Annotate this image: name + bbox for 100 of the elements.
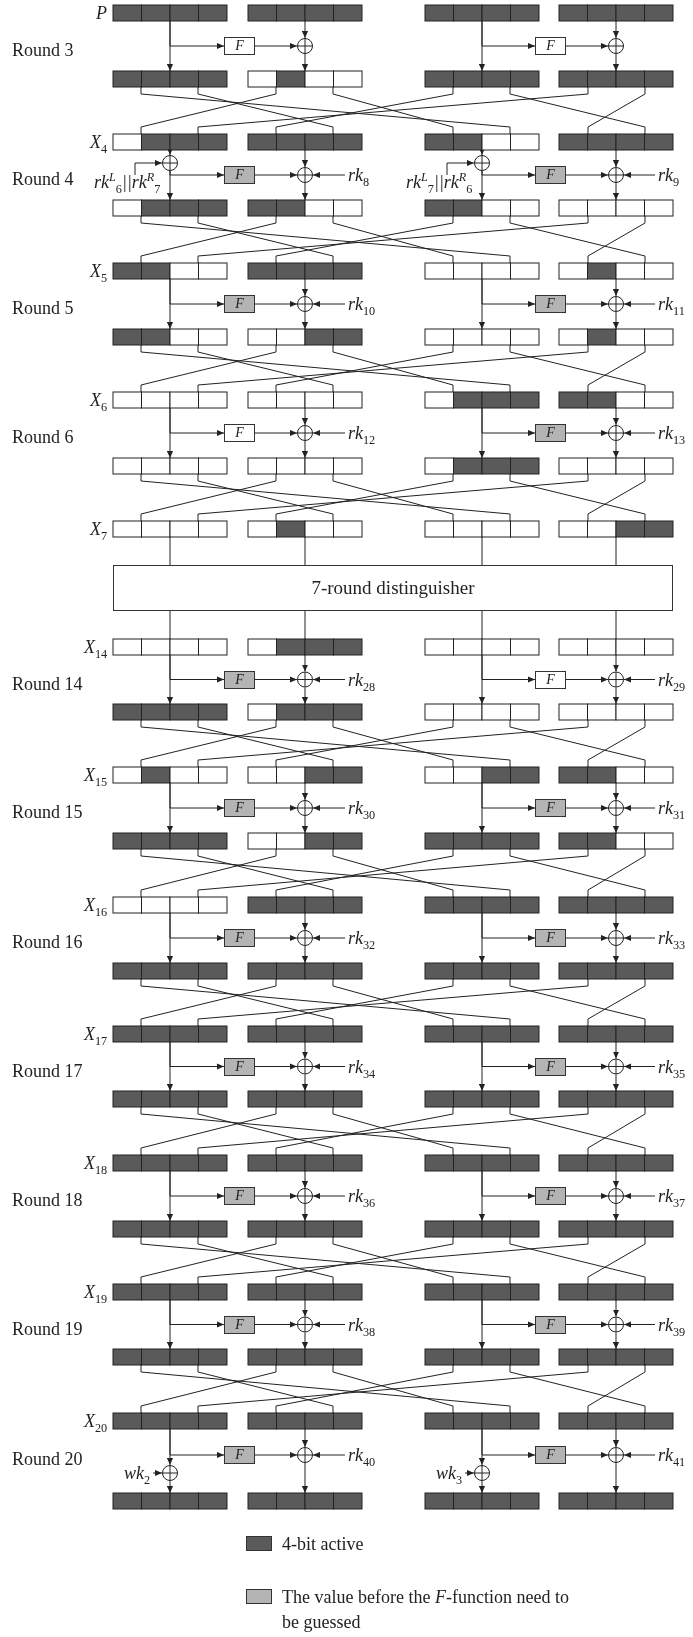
round-label: Round 15	[12, 801, 83, 823]
arrow	[166, 20, 174, 72]
arrow	[312, 1451, 346, 1459]
arrow	[478, 654, 486, 705]
nibble-word	[247, 1090, 363, 1108]
legend-text: The value before the F-function need to be guessed	[282, 1586, 570, 1634]
f-function-box: F	[535, 1315, 566, 1334]
f-function-box: F	[224, 799, 255, 817]
connector-line	[140, 215, 277, 264]
state-label: X$_{17}$	[84, 1023, 108, 1045]
xor-symbol	[297, 800, 313, 816]
arrow	[478, 782, 486, 834]
whitening-key-label: wk$_{2}$	[124, 1462, 151, 1484]
arrow	[301, 1462, 309, 1494]
arrow	[301, 782, 309, 801]
arrow	[623, 171, 656, 179]
state-label: P	[96, 2, 107, 24]
connector-line	[304, 536, 306, 566]
connector-line	[275, 86, 454, 135]
f-function-box: F	[224, 1057, 255, 1076]
arrow	[301, 149, 309, 168]
f-function-box: F	[535, 670, 566, 689]
nibble-word	[112, 199, 228, 217]
xor-symbol	[297, 296, 313, 312]
nibble-word	[558, 1492, 674, 1510]
connector-line	[140, 86, 511, 135]
arrow	[478, 1299, 486, 1350]
connector-line	[197, 86, 589, 135]
connector-line	[197, 978, 334, 1027]
connector-line	[509, 1106, 646, 1156]
state-label: X$_{14}$	[84, 636, 108, 658]
connector-line	[587, 473, 646, 522]
round-key-label: rk$_{31}$	[658, 797, 686, 819]
connector-line	[197, 1236, 334, 1285]
arrow	[478, 20, 486, 72]
round-key-label: rk$_{10}$	[348, 293, 376, 315]
connector-line	[509, 848, 646, 898]
arrow	[312, 171, 346, 179]
round-key-label: rk$_{38}$	[348, 1313, 376, 1336]
arrow	[254, 1451, 298, 1459]
connector-line	[509, 978, 646, 1027]
connector-line	[615, 610, 617, 640]
nibble-word	[247, 520, 363, 538]
nibble-word	[558, 896, 674, 914]
connector-line	[140, 978, 277, 1027]
state-label: X$_{19}$	[84, 1281, 108, 1303]
arrow	[565, 934, 609, 942]
arrow	[312, 1063, 346, 1070]
arrow	[254, 934, 298, 942]
connector-line	[587, 344, 646, 393]
nibble-word	[247, 962, 363, 980]
xor-symbol	[297, 38, 313, 54]
arrow	[254, 429, 298, 437]
arrow	[254, 1192, 298, 1200]
connector-line	[275, 1364, 454, 1414]
arrow	[565, 429, 609, 437]
nibble-word	[558, 457, 674, 475]
round-label: Round 3	[12, 39, 74, 61]
nibble-word	[112, 638, 228, 656]
connector-line	[587, 1236, 646, 1285]
arrow	[612, 149, 620, 168]
connector-line	[197, 978, 589, 1027]
nibble-word	[558, 1090, 674, 1108]
arrow	[612, 407, 620, 426]
connector-line	[275, 1236, 454, 1285]
xor-symbol	[297, 425, 313, 441]
state-label: X$_{4}$	[90, 131, 108, 153]
nibble-word	[424, 1154, 540, 1172]
round-key-label: rk$_{13}$	[658, 422, 686, 444]
connector-line	[275, 215, 454, 264]
round-key-label: rk$_{11}$	[658, 293, 685, 315]
nibble-word	[112, 1154, 228, 1172]
arrow	[301, 407, 309, 426]
connector-line	[615, 536, 617, 566]
connector-line	[140, 1236, 511, 1285]
connector-line	[197, 215, 589, 264]
connector-line	[197, 1106, 334, 1156]
connector-line	[140, 719, 277, 768]
arrow	[612, 1299, 620, 1317]
nibble-word	[424, 391, 540, 409]
nibble-word	[558, 391, 674, 409]
connector-line	[275, 848, 454, 898]
arrow	[623, 429, 656, 437]
nibble-word	[112, 766, 228, 784]
nibble-word	[424, 1025, 540, 1043]
round-label: Round 17	[12, 1059, 83, 1082]
nibble-word	[112, 1348, 228, 1366]
arrow	[478, 170, 486, 201]
f-function-box: F	[535, 166, 566, 184]
arrow	[623, 1321, 656, 1328]
nibble-word	[558, 1025, 674, 1043]
nibble-word	[424, 1492, 540, 1510]
round-label: Round 5	[12, 297, 74, 319]
state-label: X$_{16}$	[84, 894, 108, 916]
arrow	[301, 815, 309, 834]
nibble-word	[247, 832, 363, 850]
xor-symbol	[608, 296, 624, 312]
round-key-label: rk$_{12}$	[348, 422, 376, 444]
connector-line	[332, 344, 454, 393]
connector-line	[332, 978, 454, 1027]
